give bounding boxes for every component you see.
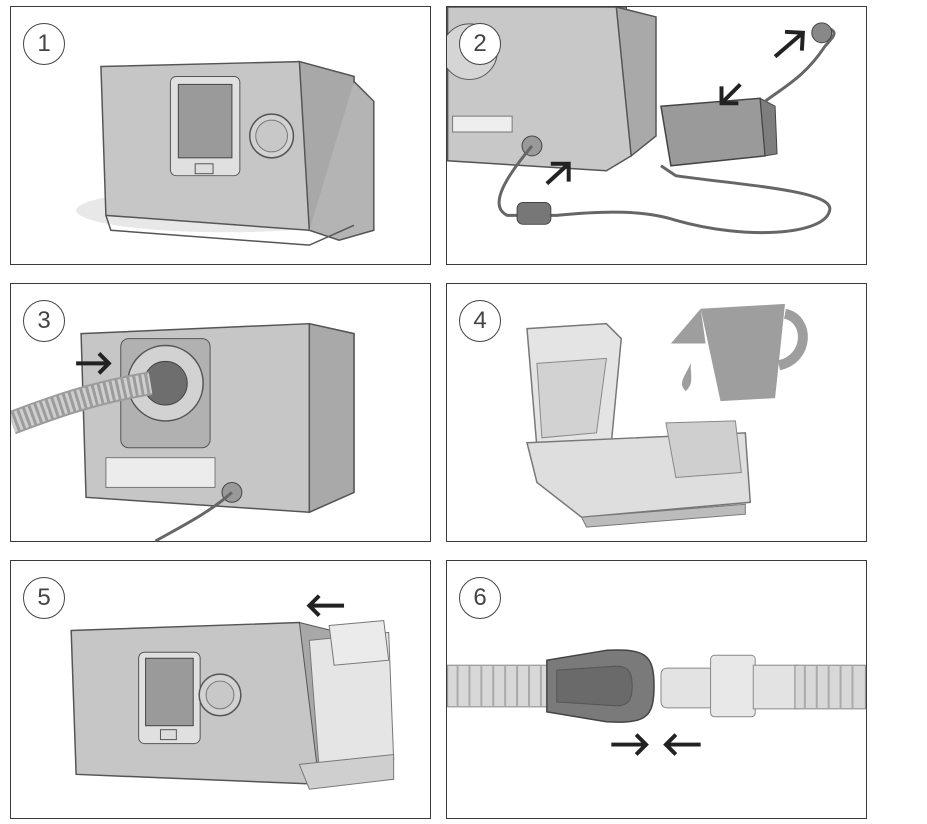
fill-water-tub-illustration xyxy=(526,303,808,528)
step-number-badge: 3 xyxy=(23,300,65,342)
arrow-icon xyxy=(545,29,805,186)
step-number-badge: 5 xyxy=(23,577,65,619)
device-front-illustration xyxy=(76,60,375,246)
step-1-panel: 1 xyxy=(10,6,431,265)
step-3-panel: 3 xyxy=(10,283,431,542)
step-number-badge: 2 xyxy=(459,23,501,65)
arrow-icon xyxy=(611,733,701,756)
power-supply-illustration xyxy=(447,7,836,235)
step-number-badge: 1 xyxy=(23,23,65,65)
step-4-panel: 4 xyxy=(446,283,867,542)
step-number-badge: 4 xyxy=(459,300,501,342)
step-number-badge: 6 xyxy=(459,577,501,619)
arrow-icon xyxy=(76,352,112,375)
air-tubing-illustration xyxy=(11,322,355,541)
step-6-panel: 6 xyxy=(446,560,867,819)
arrow-icon xyxy=(306,594,345,617)
step-2-panel: 2 xyxy=(446,6,867,265)
step-5-panel: 5 xyxy=(10,560,431,819)
insert-water-tub-illustration xyxy=(70,594,395,790)
connect-tubing-illustration xyxy=(447,649,866,756)
